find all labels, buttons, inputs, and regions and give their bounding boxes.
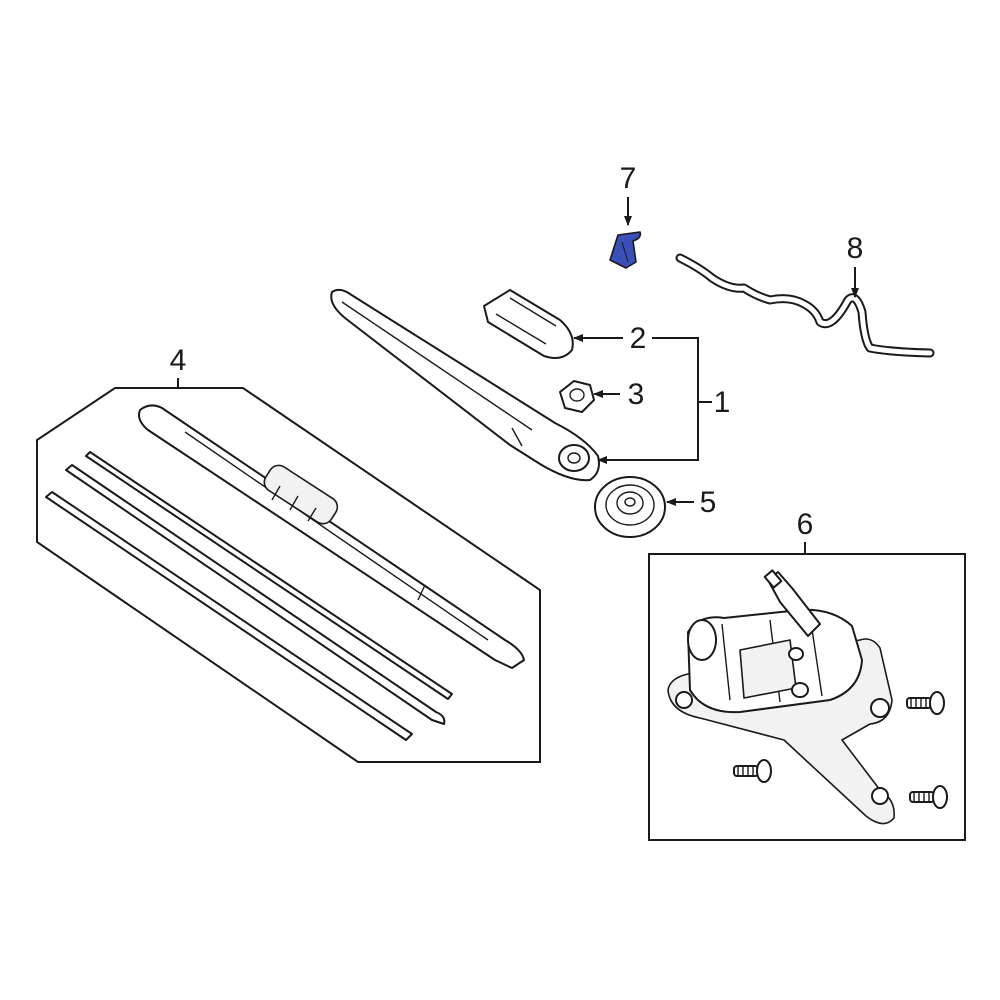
grommet[interactable] xyxy=(594,476,666,538)
arm-pivot xyxy=(558,444,590,472)
blade-clip xyxy=(263,464,339,525)
callout-labels: 7 8 2 3 1 5 4 6 xyxy=(170,162,864,541)
leader-lines xyxy=(177,197,859,554)
washer-nozzle[interactable] xyxy=(609,231,642,269)
blade-refill-1[interactable] xyxy=(85,451,453,700)
callout-5[interactable]: 5 xyxy=(700,486,717,519)
bolt-2[interactable] xyxy=(733,759,772,783)
arm-nut[interactable] xyxy=(559,380,595,413)
blade-refill-3[interactable] xyxy=(45,491,413,741)
wiper-arm[interactable] xyxy=(330,288,600,482)
callout-7[interactable]: 7 xyxy=(620,162,637,195)
callout-3[interactable]: 3 xyxy=(628,378,645,411)
callout-1[interactable]: 1 xyxy=(714,386,731,419)
callout-6[interactable]: 6 xyxy=(797,508,814,541)
wiper-blade[interactable] xyxy=(138,404,525,669)
motor-group-frame xyxy=(648,553,966,841)
blade-group-frame xyxy=(36,387,541,763)
motor-group[interactable] xyxy=(648,553,966,841)
callout-4[interactable]: 4 xyxy=(170,344,187,377)
bolt-3[interactable] xyxy=(909,785,948,809)
arm-cap[interactable] xyxy=(483,289,574,359)
blade-refill-2[interactable] xyxy=(65,464,446,725)
callout-2[interactable]: 2 xyxy=(630,322,647,355)
wiper-blade-group[interactable] xyxy=(36,387,541,763)
bolt-1[interactable] xyxy=(906,691,945,715)
callout-8[interactable]: 8 xyxy=(847,232,864,265)
motor-spindle xyxy=(767,571,821,637)
washer-hose[interactable] xyxy=(675,253,935,358)
